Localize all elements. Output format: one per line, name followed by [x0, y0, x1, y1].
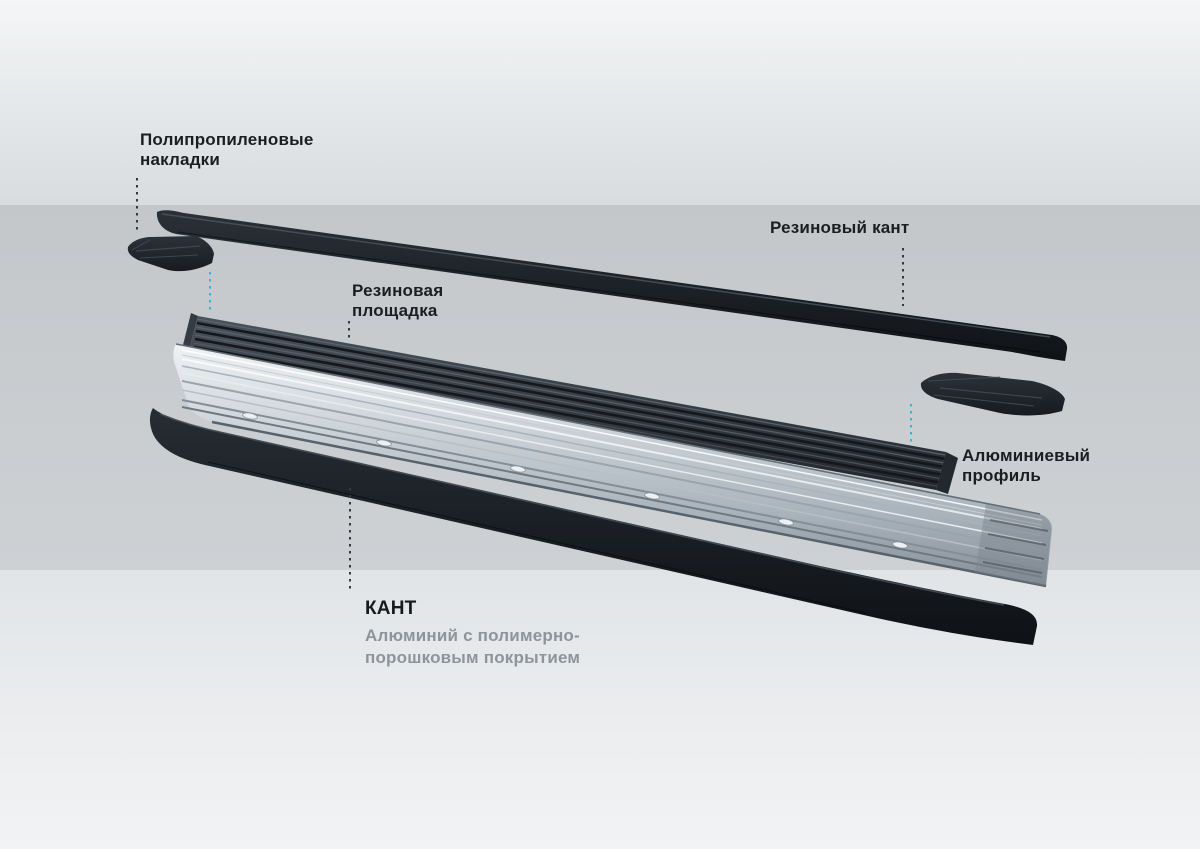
label-line: накладки — [140, 150, 221, 169]
kant-title: КАНТ — [365, 598, 417, 619]
kant-strip-part — [149, 408, 1038, 645]
label-line: Полипропиленовые — [140, 130, 314, 149]
label-rubber-edging: Резиновый кант — [770, 218, 909, 238]
label-line: профиль — [962, 466, 1042, 485]
label-rubber-platform: Резиновая площадка — [352, 281, 443, 321]
label-line: Алюминий с полимерно- — [365, 626, 580, 645]
label-polypropylene-pads: Полипропиленовые накладки — [140, 130, 314, 170]
rubber-edging-strip-part — [156, 210, 1068, 361]
label-line: площадка — [352, 301, 438, 320]
polypropylene-pad-right-part — [920, 372, 1065, 416]
label-line: Резиновая — [352, 281, 444, 300]
rubber-platform-part — [182, 313, 958, 494]
polypropylene-pad-left-part — [127, 236, 214, 272]
kant-subtitle: Алюминий с полимерно- порошковым покрыти… — [365, 625, 580, 669]
label-line: порошковым покрытием — [365, 648, 581, 667]
aluminum-profile-part — [173, 343, 1053, 588]
label-line: Алюминиевый — [962, 446, 1091, 465]
label-kant: КАНТ Алюминий с полимерно- порошковым по… — [365, 598, 580, 669]
label-line: Резиновый кант — [770, 218, 910, 237]
background-top — [0, 0, 1200, 205]
label-aluminum-profile: Алюминиевый профиль — [962, 446, 1090, 486]
